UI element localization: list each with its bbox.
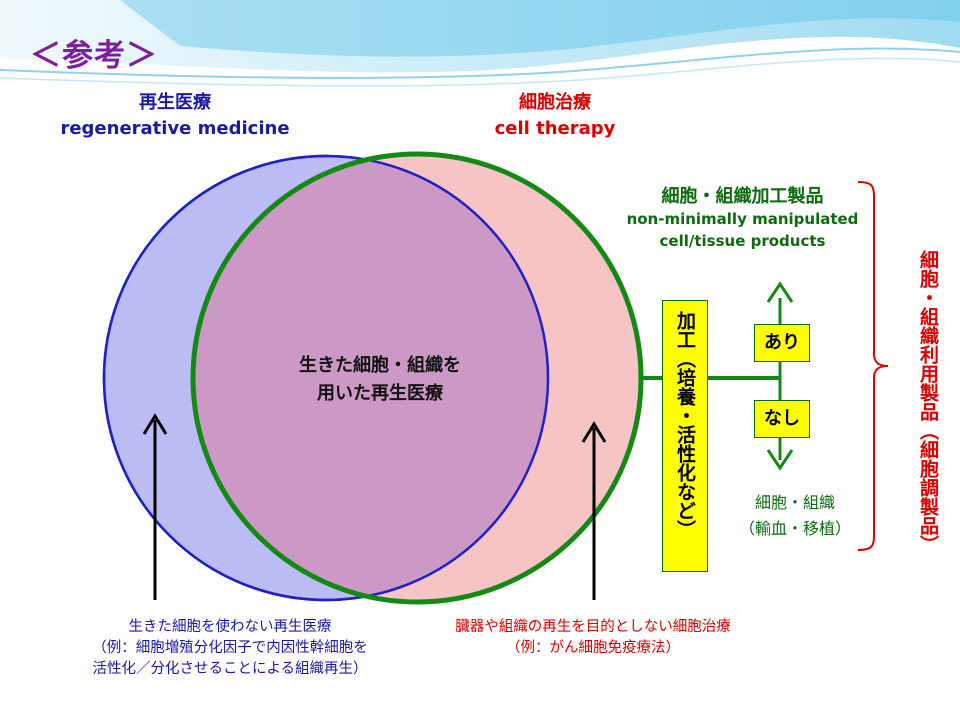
bottom-right-note: 臓器や組織の再生を目的としない細胞治療 （例：がん細胞免疫療法） [388,617,798,659]
page-title: ＜参考＞ [30,38,158,74]
bottom-right-line-1: 臓器や組織の再生を目的としない細胞治療 [455,619,731,635]
arrow-down-icon [766,449,794,471]
products-label: 細胞・組織加工製品 non-minimally manipulated cell… [610,186,875,252]
cell-therapy-title-en: cell therapy [494,118,616,139]
bottom-left-line-3: 活性化／分化させることによる組織再生） [92,661,368,677]
cell-therapy-title-ja: 細胞治療 [519,92,591,113]
side-label: 細胞・組織利用製品（細胞調製品） [917,250,939,554]
tissue-line-2: （輸血・移植） [738,519,851,538]
right-brace [857,181,889,551]
bottom-left-note: 生きた細胞を使わない再生医療 （例：細胞増殖分化因子で内因性幹細胞を 活性化／分… [20,617,440,680]
regenerative-title-ja: 再生医療 [139,92,211,113]
yes-box: あり [754,324,810,362]
products-title-en-2: cell/tissue products [659,232,826,250]
bottom-left-line-1: 生きた細胞を使わない再生医療 [128,619,332,635]
arrow-up-icon [766,281,794,303]
products-title-en-1: non-minimally manipulated [626,210,859,228]
products-title-ja: 細胞・組織加工製品 [661,186,824,207]
processing-box: 加工（培養・活性化など） [662,300,708,572]
overlap-line-1: 生きた細胞・組織を [299,355,461,376]
regenerative-title-en: regenerative medicine [60,118,290,139]
regenerative-medicine-label: 再生医療 regenerative medicine [40,90,310,142]
tissue-line-1: 細胞・組織 [754,493,835,512]
overlap-line-2: 用いた再生医療 [317,383,443,404]
arrow-left-icon [142,413,168,435]
bottom-right-line-2: （例：がん細胞免疫療法） [506,640,680,656]
overlap-label: 生きた細胞・組織を 用いた再生医療 [250,352,510,408]
cell-therapy-label: 細胞治療 cell therapy [455,90,655,142]
tissue-label: 細胞・組織 （輸血・移植） [725,490,865,542]
bottom-left-line-2: （例：細胞増殖分化因子で内因性幹細胞を [92,640,368,656]
arrow-right-icon [581,421,607,443]
no-box: なし [754,400,810,438]
header-wave [0,0,960,87]
